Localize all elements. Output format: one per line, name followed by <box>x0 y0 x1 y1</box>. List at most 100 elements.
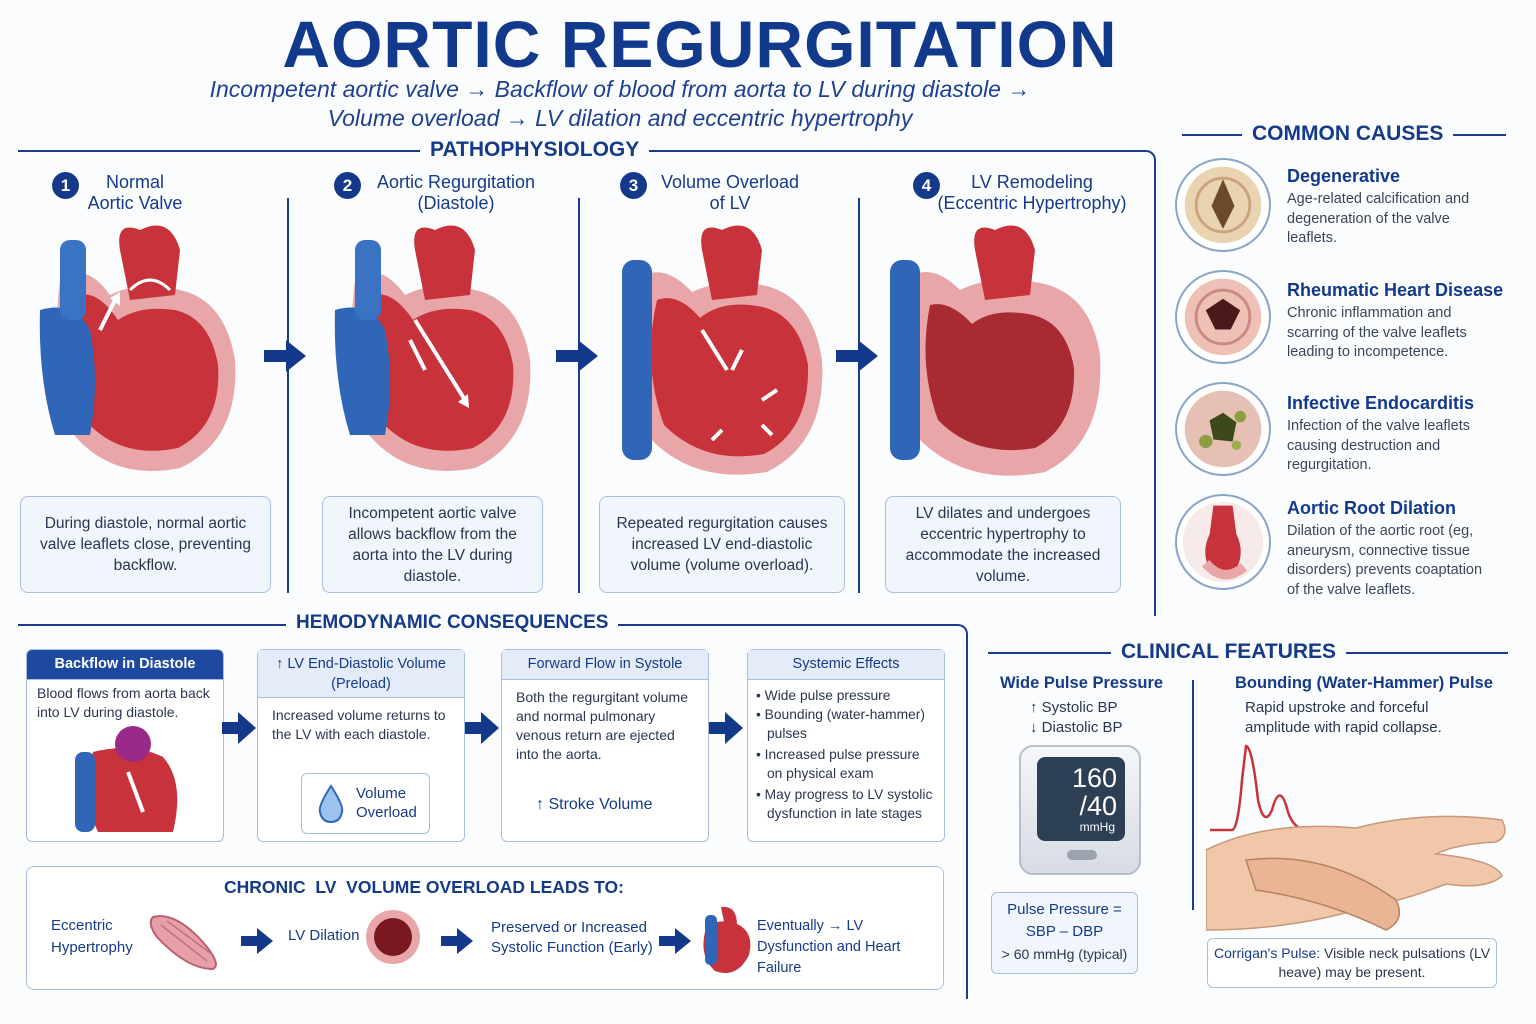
formula-line3: > 60 mmHg (typical) <box>1001 946 1128 962</box>
box-title: Systemic Effects <box>748 650 944 680</box>
bp-systolic: 160 <box>1071 763 1117 793</box>
systolic-label: ↑ Systolic BP <box>1030 699 1118 716</box>
wide-pulse-title: Wide Pulse Pressure <box>1000 674 1164 692</box>
bp-diastolic: /40 <box>1079 791 1117 821</box>
rheumatic-valve-icon <box>1175 270 1271 364</box>
arrow-right-icon <box>659 928 691 954</box>
corrigan-text: Visible neck pulsations (LV heave) may b… <box>1278 945 1491 980</box>
step-number: 4 <box>913 172 940 199</box>
list-item-text: May progress to LV systolic dysfunction … <box>764 787 933 821</box>
list-item: • Increased pulse pressure on physical e… <box>756 747 920 781</box>
cause-title: Rheumatic Heart Disease <box>1287 280 1504 300</box>
box-title: Forward Flow in Systole <box>502 650 708 680</box>
step-title-line1: Volume Overload <box>660 172 800 192</box>
cause-title: Aortic Root Dilation <box>1287 498 1456 518</box>
cause-title: Infective Endocarditis <box>1287 393 1475 413</box>
step-title-line1: Aortic Regurgitation <box>376 172 536 192</box>
step-title-line2: of LV <box>709 193 751 213</box>
arrow-right-icon <box>264 340 306 372</box>
list-item: • May progress to LV systolic dysfunctio… <box>756 787 933 821</box>
list-item-text: Increased pulse pressure on physical exa… <box>764 747 920 781</box>
box-title-line1: ↑ LV End-Diastolic Volume <box>276 656 446 672</box>
chronic-item: Eventually → LV Dysfunction and Heart Fa… <box>757 918 901 976</box>
remodeled-heart-icon <box>890 225 1101 476</box>
cause-description: Infection of the valve leaflets causing … <box>1287 418 1470 473</box>
box-title-line2: (Preload) <box>331 676 391 692</box>
step-2-description: Incompetent aortic valve allows backflow… <box>322 496 543 593</box>
step-title-line1: LV Remodeling <box>971 172 1093 192</box>
step-title-line2: Aortic Valve <box>87 193 183 213</box>
arrow-right-icon <box>241 928 273 954</box>
chronic-item: Preserved or Increased Systolic Function… <box>491 919 653 956</box>
pulse-pressure-box: Pulse Pressure = SBP – DBP > 60 mmHg (ty… <box>991 892 1138 974</box>
bp-screen: 160 /40 mmHg <box>1037 757 1125 841</box>
hemodynamic-heading: HEMODYNAMIC CONSEQUENCES <box>286 612 619 634</box>
regurgitation-heart-icon <box>334 225 531 471</box>
failing-heart-icon <box>703 906 751 973</box>
backflow-box: Backflow in Diastole Blood flows from ao… <box>26 649 224 842</box>
systemic-effects-box: Systemic Effects • Wide pulse pressure •… <box>747 649 945 842</box>
common-causes-heading: COMMON CAUSES <box>1242 122 1454 146</box>
stroke-volume-label: ↑ Stroke Volume <box>536 796 653 813</box>
box-body: Both the regurgitant volume and normal p… <box>516 689 688 762</box>
corrigan-box: Corrigan's Pulse: Visible neck pulsation… <box>1207 938 1497 988</box>
box-title: ↑ LV End-Diastolic Volume (Preload) <box>258 650 464 698</box>
step-number: 1 <box>52 172 79 199</box>
forward-flow-box: Forward Flow in Systole Both the regurgi… <box>501 649 709 842</box>
step-title-line1: Normal <box>105 172 164 192</box>
divider <box>858 198 860 593</box>
arrow-right-icon <box>465 712 499 744</box>
divider <box>578 198 580 593</box>
badge-line2: Overload <box>356 804 417 821</box>
bounding-pulse-description: Rapid upstroke and forceful amplitude wi… <box>1245 699 1442 736</box>
cause-description: Dilation of the aortic root (eg, aneurys… <box>1287 523 1483 598</box>
diastolic-label: ↓ Diastolic BP <box>1030 719 1123 736</box>
step-number: 2 <box>334 172 361 199</box>
arrow-right-icon <box>441 928 473 954</box>
degenerative-valve-icon <box>1175 158 1271 252</box>
arrow-right-icon <box>556 340 598 372</box>
list-item: • Wide pulse pressure <box>756 688 891 703</box>
droplet-icon <box>318 784 344 824</box>
clinical-features-heading: CLINICAL FEATURES <box>1111 640 1347 664</box>
step-4-description: LV dilates and undergoes eccentric hyper… <box>885 496 1121 593</box>
heart-icon <box>75 726 178 832</box>
list-item: • Bounding (water-hammer) pulses <box>756 707 925 741</box>
corrigan-label: Corrigan's Pulse: <box>1213 945 1321 961</box>
page-title: AORTIC REGURGITATION <box>282 7 1118 81</box>
volume-overload-heart-icon <box>622 225 823 475</box>
step-1-description: During diastole, normal aortic valve lea… <box>20 496 271 593</box>
arrow-right-icon <box>222 712 256 744</box>
chronic-item: Eccentric Hypertrophy <box>51 917 133 956</box>
badge-line1: Volume <box>356 785 407 802</box>
dilated-lv-icon <box>366 910 420 964</box>
normal-heart-icon <box>39 225 236 471</box>
volume-overload-badge: Volume Overload <box>301 773 430 834</box>
subtitle-line-2: Volume overload → LV dilation and eccent… <box>327 105 913 131</box>
pulse-waveform-icon <box>1210 744 1338 832</box>
box-body: Blood flows from aorta back into LV duri… <box>37 685 210 720</box>
step-3-description: Repeated regurgitation causes increased … <box>599 496 845 593</box>
formula-line2: SBP – DBP <box>1025 923 1104 940</box>
edv-box: ↑ LV End-Diastolic Volume (Preload) Incr… <box>257 649 465 842</box>
chronic-heading: CHRONIC LV VOLUME OVERLOAD LEADS TO: <box>224 877 624 897</box>
bp-monitor: 160 /40 mmHg <box>1019 745 1141 875</box>
arrow-right-icon <box>709 712 743 744</box>
pathophysiology-heading: PATHOPHYSIOLOGY <box>420 138 650 162</box>
step-title-line2: (Eccentric Hypertrophy) <box>937 193 1127 213</box>
muscle-icon <box>149 915 217 971</box>
cause-description: Chronic inflammation and scarring of the… <box>1287 305 1467 360</box>
chronic-item: LV Dilation <box>288 927 360 944</box>
cause-title: Degenerative <box>1287 166 1401 186</box>
subtitle-line-1: Incompetent aortic valve → Backflow of b… <box>209 76 1031 102</box>
divider <box>287 198 289 593</box>
systemic-effects-list: • Wide pulse pressure • Bounding (water-… <box>748 680 944 829</box>
divider <box>1192 680 1194 910</box>
step-number: 3 <box>620 172 647 199</box>
box-title: Backflow in Diastole <box>27 650 223 680</box>
step-title-line2: (Diastole) <box>417 193 495 213</box>
endocarditis-valve-icon <box>1175 382 1271 476</box>
box-body: Increased volume returns to the LV with … <box>272 707 446 742</box>
list-item-text: Wide pulse pressure <box>764 688 891 703</box>
bounding-pulse-title: Bounding (Water-Hammer) Pulse <box>1235 674 1493 692</box>
